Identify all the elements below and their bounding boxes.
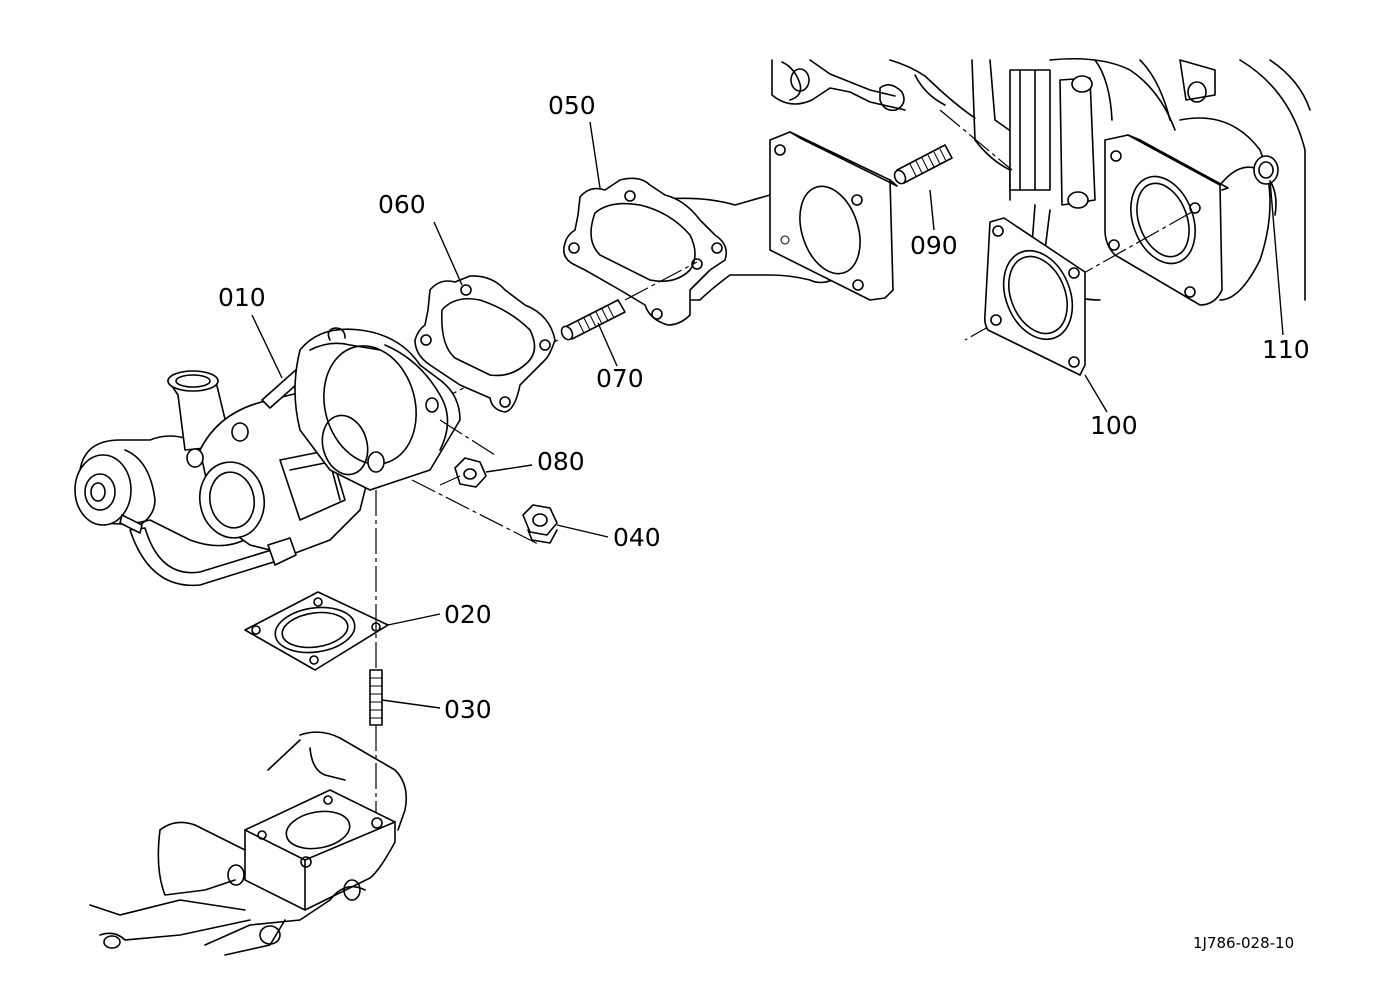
nut-040 [522, 504, 558, 544]
callout-040: 040 [613, 523, 661, 552]
engine-block-drawing [771, 57, 1311, 341]
stud-030 [369, 490, 383, 820]
callout-080: 080 [537, 447, 585, 476]
gasket-060 [414, 275, 556, 413]
callout-060: 060 [378, 190, 426, 219]
turbocharger-010 [74, 327, 541, 587]
callout-030: 030 [444, 695, 492, 724]
callout-110: 110 [1262, 335, 1310, 364]
callout-010: 010 [218, 283, 266, 312]
callout-020: 020 [444, 600, 492, 629]
callout-090: 090 [910, 231, 958, 260]
nut-080 [439, 457, 487, 488]
leader-lines [251, 121, 1284, 709]
exhaust-pipe-050 [562, 131, 898, 326]
drawing-code: 1J786-028-10 [1193, 934, 1294, 952]
exhaust-manifold-drawing [89, 731, 408, 956]
gasket-020 [244, 591, 389, 671]
stud-090 [893, 144, 953, 185]
callout-050: 050 [548, 91, 596, 120]
callout-070: 070 [596, 364, 644, 393]
nut-110 [1253, 155, 1279, 185]
gasket-100 [984, 217, 1086, 376]
callout-labels: 010 060 050 090 110 100 070 080 040 020 … [218, 91, 1310, 724]
callout-100: 100 [1090, 411, 1138, 440]
